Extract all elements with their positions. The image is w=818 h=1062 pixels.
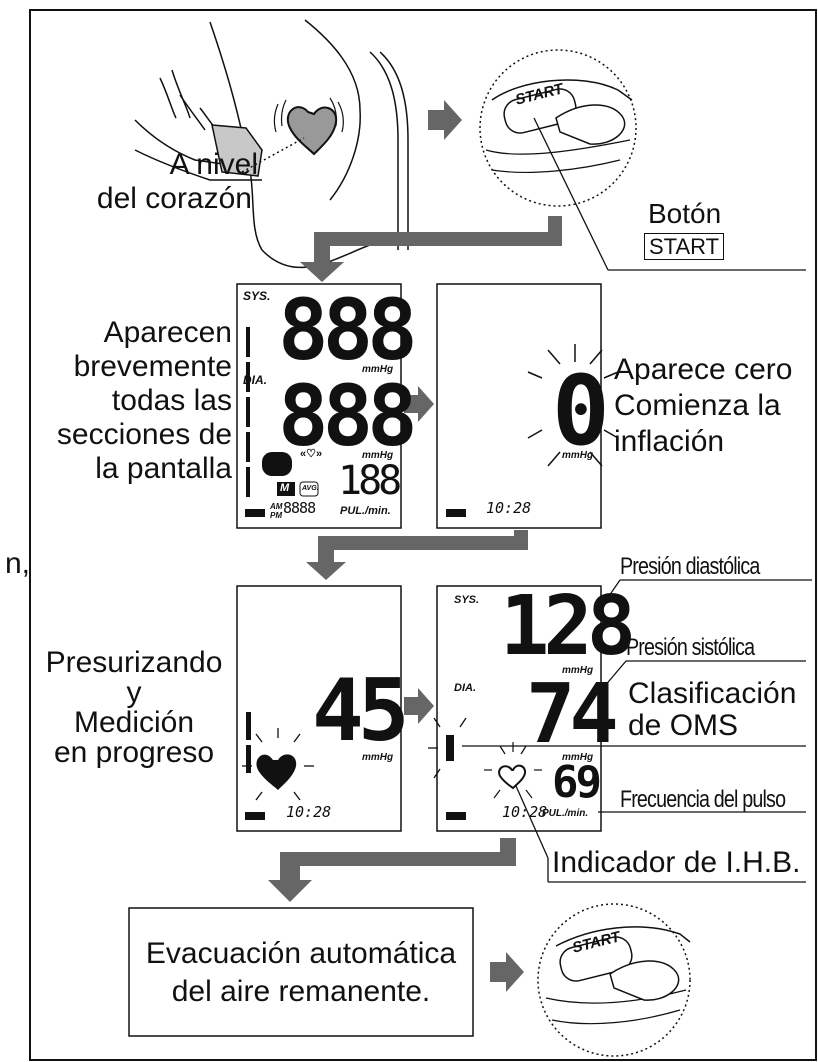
arrow-right-icon (428, 100, 462, 140)
unit-label: mmHg (362, 364, 394, 375)
lcd-panel-all-segments (236, 283, 402, 529)
heart-blink-icon (242, 728, 314, 801)
memory-icon (277, 482, 295, 496)
flow-arrow-1 (300, 216, 562, 282)
start-button-zoom-bottom (537, 903, 691, 1057)
pulse-all-digits: 188 (338, 458, 402, 504)
wrist-cuff (211, 124, 263, 177)
dia-all-digits: 888 (278, 367, 418, 465)
avg-label: AVG. (302, 485, 319, 492)
zero-line-2: Comienza la (614, 389, 781, 422)
pm-label: PM (270, 511, 282, 520)
result-sys-label: SYS. (454, 594, 480, 606)
systolic-value: 128 (500, 579, 636, 674)
button-caption: Botón (648, 198, 722, 229)
ihb-display-icon: «♡» (300, 448, 323, 460)
heart-display-icon (262, 452, 292, 476)
all-segments-line-1: Aparecen (103, 316, 232, 349)
pulse-value: 69 (552, 757, 602, 808)
blink-rays-icon (527, 344, 619, 467)
dia-label: DIA. (243, 373, 267, 387)
zero-reading: 0 (552, 355, 610, 467)
result-unit-2: mmHg (562, 752, 594, 763)
evacuation-text: Evacuación automática del aire remanente… (129, 935, 473, 1011)
who-callout: Clasificación de OMS (628, 678, 796, 742)
who-blink-rays (428, 717, 467, 779)
lcd-level-bar (246, 327, 250, 497)
result-pul-min: PUL./min. (542, 808, 589, 819)
pul-min-label: PUL./min. (340, 505, 391, 517)
arrow-right-icon (490, 952, 524, 992)
battery-icon (245, 812, 265, 820)
diastolic-value: 74 (526, 667, 619, 762)
arrow-right-icon (404, 386, 434, 422)
lcd-level-bar (246, 712, 251, 773)
evacuation-line-1: Evacuación automática (145, 937, 457, 970)
ihb-heart-icon (484, 742, 542, 799)
sys-all-digits: 888 (278, 281, 418, 379)
all-segments-line-3: todas las (111, 384, 232, 417)
lcd-panel-result (436, 585, 602, 832)
heart-level-line-1: A nivel (169, 148, 258, 181)
zero-unit-label: mmHg (562, 450, 594, 461)
zero-line-3: inflación (614, 425, 725, 458)
diastolic-callout: Presión diastólica (620, 553, 760, 580)
all-segments-line-4: secciones de (56, 418, 232, 451)
measuring-description: Presurizando y Medición en progreso (34, 648, 234, 768)
zero-time: 10:28 (486, 499, 532, 517)
evacuation-box (128, 907, 474, 1037)
measuring-line-4: en progreso (53, 736, 215, 769)
result-time: 10:28 (502, 803, 548, 821)
zero-line-1: Aparece cero (614, 353, 793, 386)
outer-frame (29, 9, 817, 1061)
systolic-callout: Presión sistólica (626, 634, 755, 661)
battery-icon (245, 509, 265, 517)
am-label: AM (270, 502, 283, 511)
who-callout-line-2: de OMS (628, 709, 739, 742)
evacuation-line-2: del aire remanente. (171, 975, 431, 1008)
flow-arrow-2 (306, 530, 528, 580)
result-unit-1: mmHg (562, 665, 594, 676)
start-pointer-line (533, 117, 609, 271)
measuring-line-1: Presurizando (45, 646, 223, 679)
measuring-time: 10:28 (286, 803, 332, 821)
ihb-callout: Indicador de I.H.B. (552, 846, 801, 879)
arrow-right-icon (404, 688, 434, 724)
all-segments-line-2: brevemente (73, 350, 232, 383)
result-dia-label: DIA. (454, 682, 476, 694)
time-all-digits: 8888 (283, 499, 316, 517)
pressure-unit: mmHg (362, 752, 394, 763)
callout-lines (462, 579, 812, 883)
measuring-line-2: y (126, 676, 142, 709)
sys-label: SYS. (243, 289, 271, 303)
heart-level-label: A nivel (106, 148, 258, 183)
zero-description: Aparece cero Comienza la inflación (614, 352, 792, 460)
arm-illustration (134, 19, 409, 269)
measuring-line-3: Medición (73, 706, 195, 739)
heart-level-line-2: del corazón (96, 182, 252, 215)
who-callout-line-1: Clasificación (628, 677, 797, 710)
start-button-zoom-top (479, 49, 637, 207)
avg-icon (299, 481, 319, 497)
all-segments-line-5: la pantalla (95, 452, 232, 485)
heart-level-dotted-line (241, 137, 305, 173)
memory-label: M (280, 482, 290, 494)
who-classification-bar (446, 735, 454, 761)
clipped-side-text: n, (4, 547, 30, 580)
pressure-reading: 45 (312, 661, 410, 761)
heart-icon (273, 97, 344, 156)
lcd-panel-measuring (236, 585, 402, 832)
battery-icon (446, 812, 466, 820)
flow-arrow-3 (268, 838, 516, 902)
battery-icon (446, 509, 466, 517)
all-segments-description: Aparecen brevemente todas las secciones … (40, 316, 232, 486)
unit-label-2: mmHg (362, 450, 394, 461)
pulse-callout: Frecuencia del pulso (620, 786, 786, 813)
lcd-panel-zero (436, 283, 602, 529)
button-name-box: START (644, 233, 725, 261)
